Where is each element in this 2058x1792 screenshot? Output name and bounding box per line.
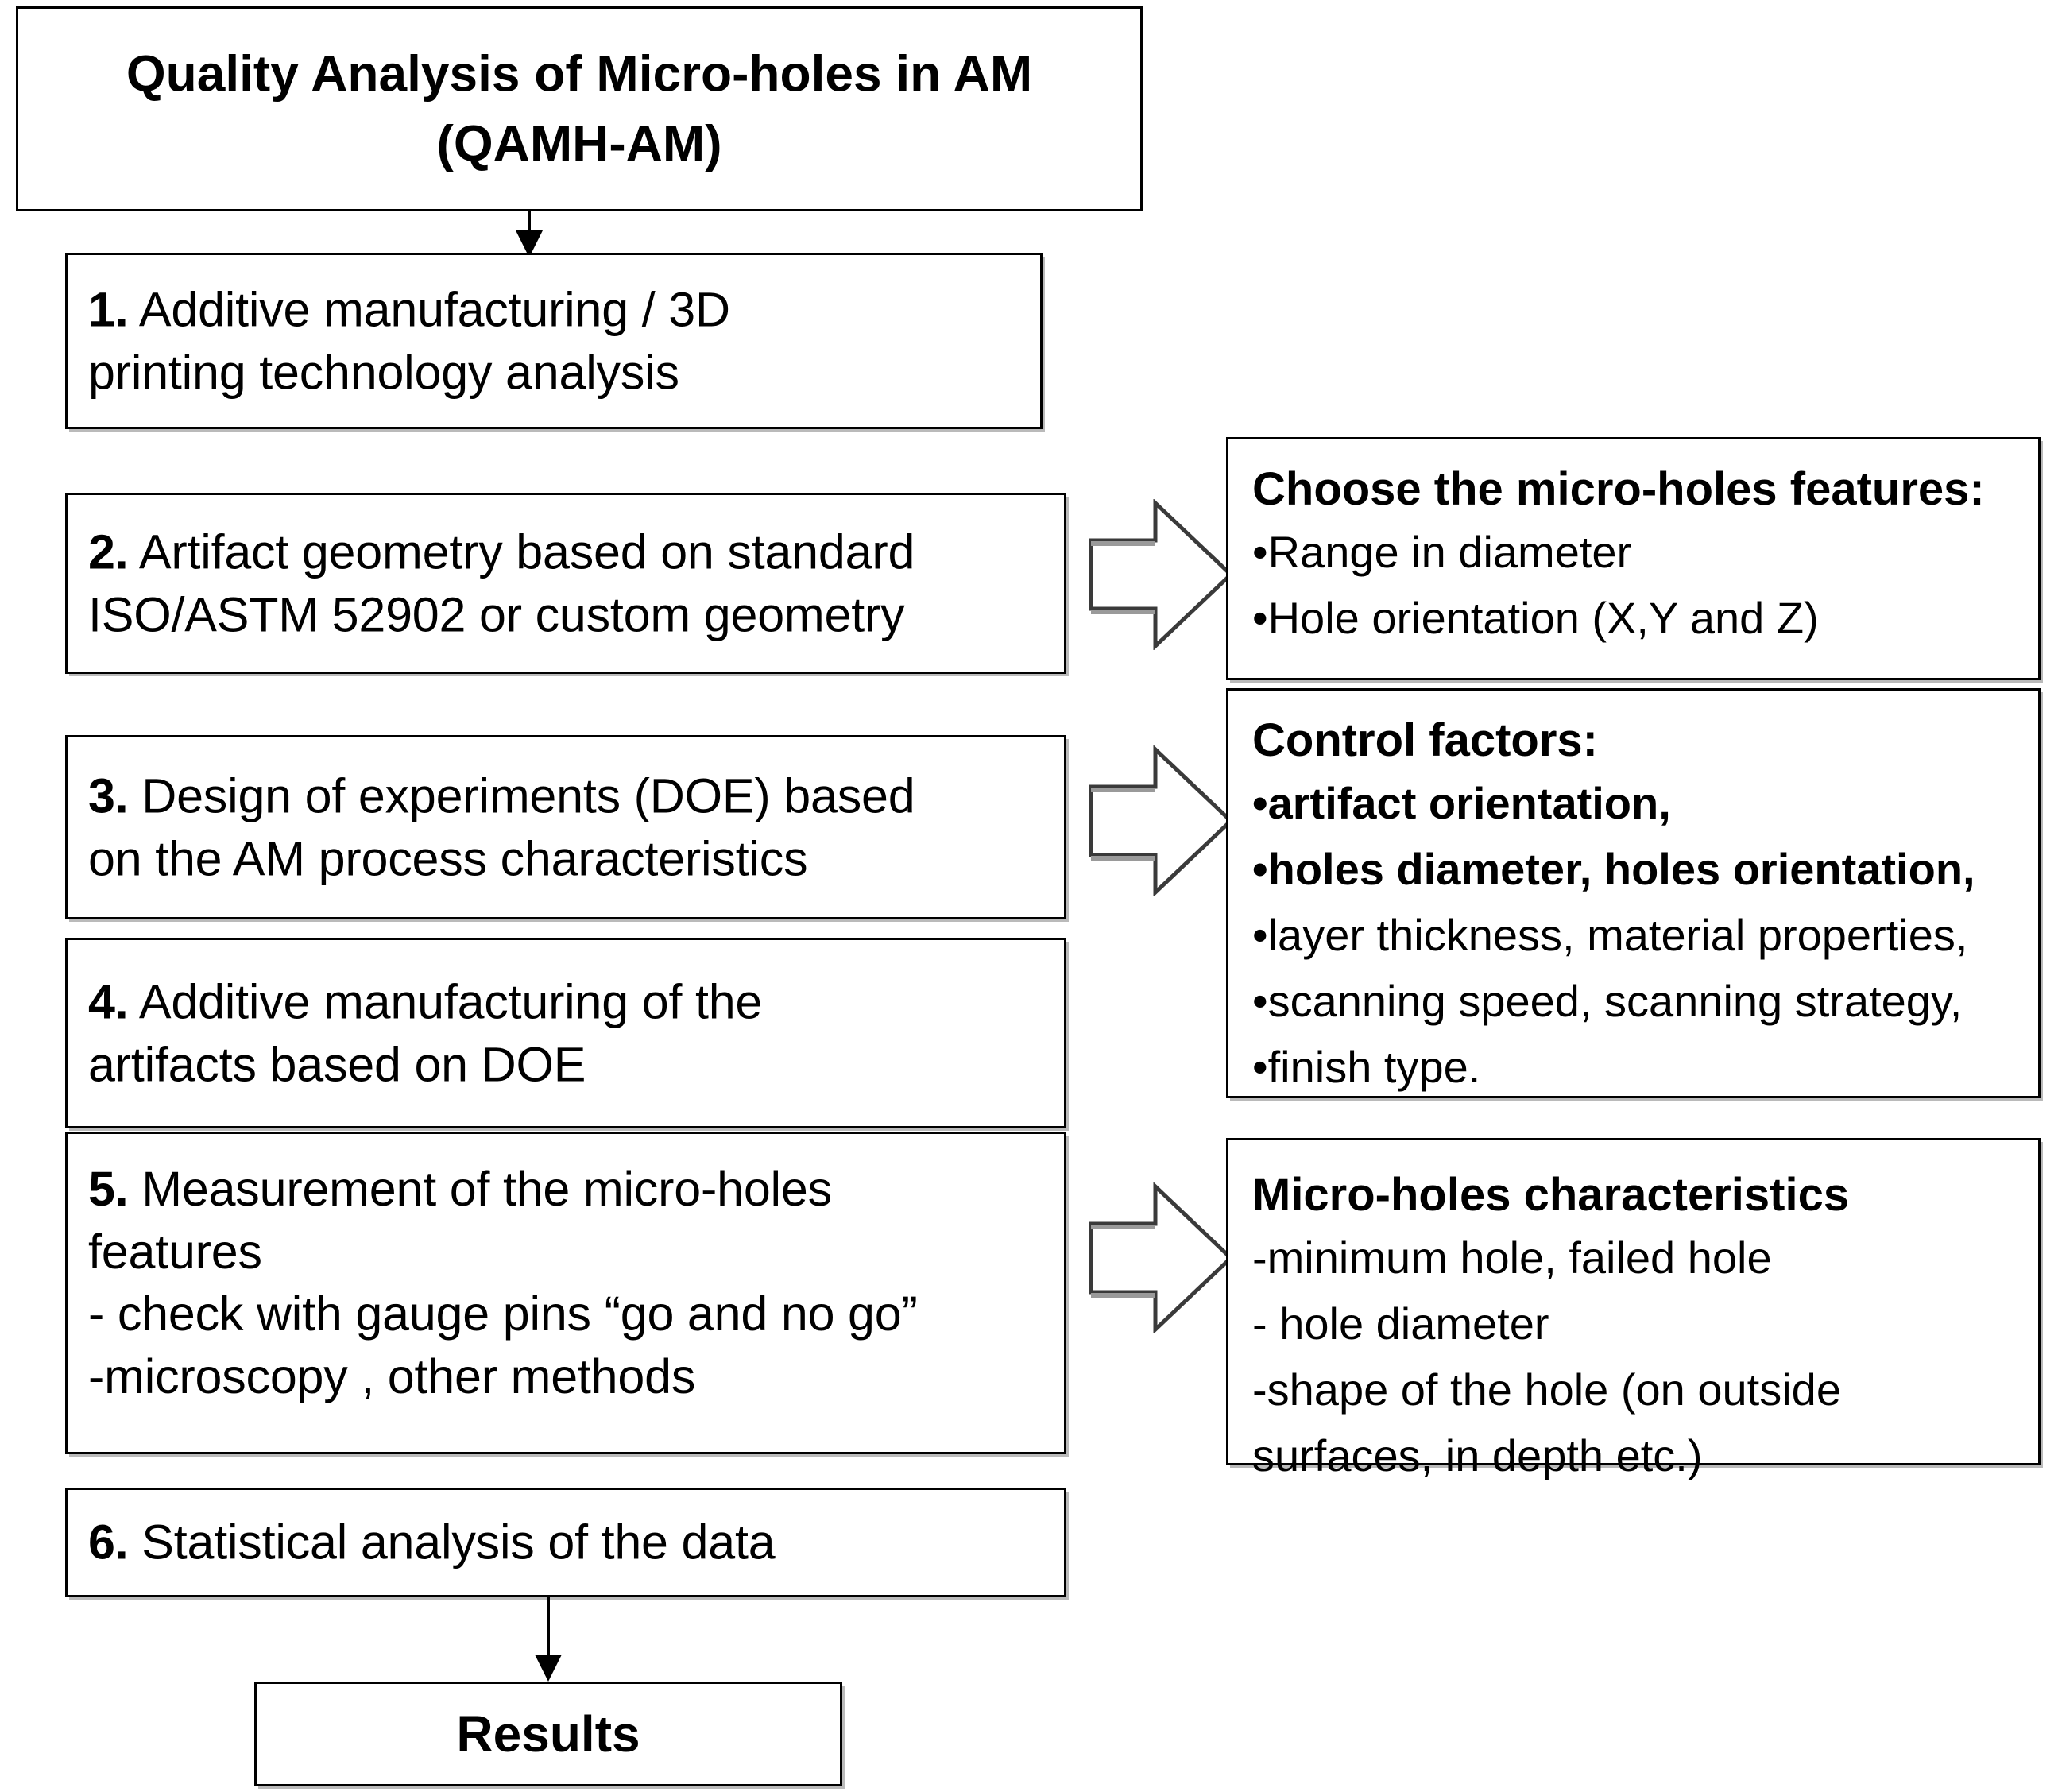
step-4-line-1-rest: Additive manufacturing of the bbox=[128, 974, 763, 1029]
block-arrow-icon bbox=[1089, 1182, 1233, 1333]
step-4-number: 4. bbox=[88, 974, 129, 1029]
title-box: Quality Analysis of Micro-holes in AM (Q… bbox=[16, 6, 1143, 211]
step-1-number: 1. bbox=[88, 282, 129, 337]
step-box-5: 5. Measurement of the micro-holes featur… bbox=[65, 1132, 1066, 1454]
panel-control-factors-item-5: •finish type. bbox=[1252, 1041, 1481, 1092]
step-2-line-1-rest: Artifact geometry based on standard bbox=[128, 524, 915, 579]
panel-characteristics-item-2: - hole diameter bbox=[1252, 1299, 1549, 1349]
step-5-line-1-rest: Measurement of the micro-holes bbox=[128, 1162, 832, 1216]
panel-control-factors-text: Control factors: •artifact orientation, … bbox=[1252, 710, 2030, 1101]
panel-features-item-2: •Hole orientation (X,Y and Z) bbox=[1252, 593, 1819, 643]
step-3-line-2: on the AM process characteristics bbox=[88, 831, 808, 885]
connector-step6-to-results bbox=[516, 1597, 580, 1682]
connector-title-to-step1 bbox=[497, 211, 561, 257]
step-4-text: 4. Additive manufacturing of the artifac… bbox=[88, 970, 1053, 1095]
block-arrow-icon bbox=[1089, 745, 1233, 896]
side-panel-characteristics: Micro-holes characteristics -minimum hol… bbox=[1226, 1138, 2041, 1480]
step-box-2: 2. Artifact geometry based on standard I… bbox=[65, 493, 1066, 674]
step-2-line-1: 2. Artifact geometry based on standard bbox=[88, 521, 1053, 583]
step-6-line-1: 6. Statistical analysis of the data bbox=[88, 1511, 1053, 1574]
step-3-number: 3. bbox=[88, 768, 129, 823]
step-4-line-2: artifacts based on DOE bbox=[88, 1037, 586, 1091]
step-6-text: 6. Statistical analysis of the data bbox=[88, 1511, 1053, 1574]
panel-characteristics-heading: Micro-holes characteristics bbox=[1252, 1169, 1850, 1221]
step-5-line-1: 5. Measurement of the micro-holes bbox=[88, 1158, 1053, 1221]
block-arrow-step2-to-features bbox=[1089, 499, 1233, 650]
step-5-line-2: features bbox=[88, 1224, 262, 1279]
step-3-line-1: 3. Design of experiments (DOE) based bbox=[88, 764, 1053, 827]
step-1-line-2: printing technology analysis bbox=[88, 345, 679, 399]
step-1-text: 1. Additive manufacturing / 3D printing … bbox=[88, 278, 1029, 403]
panel-characteristics-item-4: surfaces, in depth etc.) bbox=[1252, 1430, 1703, 1480]
step-box-1: 1. Additive manufacturing / 3D printing … bbox=[65, 253, 1043, 429]
step-6-line-1-rest: Statistical analysis of the data bbox=[128, 1515, 776, 1569]
step-4-line-1: 4. Additive manufacturing of the bbox=[88, 970, 1053, 1033]
step-2-number: 2. bbox=[88, 524, 129, 579]
step-box-6: 6. Statistical analysis of the data bbox=[65, 1488, 1066, 1597]
panel-control-factors-item-4: •scanning speed, scanning strategy, bbox=[1252, 975, 1963, 1026]
step-3-text: 3. Design of experiments (DOE) based on … bbox=[88, 764, 1053, 889]
panel-characteristics-text: Micro-holes characteristics -minimum hol… bbox=[1252, 1164, 2030, 1489]
title-line-1: Quality Analysis of Micro-holes in AM bbox=[126, 45, 1033, 103]
panel-features-item-1: •Range in diameter bbox=[1252, 527, 1632, 578]
panel-characteristics-item-3: -shape of the hole (on outside bbox=[1252, 1364, 1841, 1415]
panel-features-heading: Choose the micro-holes features: bbox=[1252, 463, 1985, 515]
step-3-line-1-rest: Design of experiments (DOE) based bbox=[128, 768, 915, 823]
step-2-line-2: ISO/ASTM 52902 or custom geometry bbox=[88, 587, 905, 641]
step-6-number: 6. bbox=[88, 1515, 129, 1569]
title-line-2: (QAMH-AM) bbox=[436, 115, 722, 172]
block-arrow-step5-to-characteristics bbox=[1089, 1182, 1233, 1333]
block-arrow-icon bbox=[1089, 499, 1233, 650]
step-1-line-1-rest: Additive manufacturing / 3D bbox=[128, 282, 730, 337]
step-box-4: 4. Additive manufacturing of the artifac… bbox=[65, 938, 1066, 1128]
step-box-3: 3. Design of experiments (DOE) based on … bbox=[65, 735, 1066, 919]
results-label: Results bbox=[456, 1705, 640, 1763]
panel-characteristics-item-1: -minimum hole, failed hole bbox=[1252, 1233, 1772, 1283]
side-panel-features: Choose the micro-holes features: •Range … bbox=[1226, 437, 2041, 680]
step-5-text: 5. Measurement of the micro-holes featur… bbox=[88, 1158, 1053, 1408]
block-arrow-step3-to-control-factors bbox=[1089, 745, 1233, 896]
panel-control-factors-heading: Control factors: bbox=[1252, 714, 1598, 766]
step-5-number: 5. bbox=[88, 1162, 129, 1216]
step-1-line-1: 1. Additive manufacturing / 3D bbox=[88, 278, 1029, 341]
side-panel-control-factors: Control factors: •artifact orientation, … bbox=[1226, 688, 2041, 1098]
step-5-line-3: - check with gauge pins “go and no go” bbox=[88, 1287, 918, 1341]
panel-control-factors-item-1: •artifact orientation, bbox=[1252, 778, 1671, 829]
panel-features-text: Choose the micro-holes features: •Range … bbox=[1252, 459, 2030, 652]
panel-control-factors-item-2: •holes diameter, holes orientation, bbox=[1252, 844, 1975, 894]
results-box: Results bbox=[254, 1682, 842, 1786]
step-2-text: 2. Artifact geometry based on standard I… bbox=[88, 521, 1053, 645]
step-5-line-4: -microscopy , other methods bbox=[88, 1349, 696, 1404]
results-box-text: Results bbox=[257, 1705, 840, 1763]
title-box-text: Quality Analysis of Micro-holes in AM (Q… bbox=[18, 39, 1140, 180]
panel-control-factors-item-3: •layer thickness, material properties, bbox=[1252, 909, 1968, 960]
